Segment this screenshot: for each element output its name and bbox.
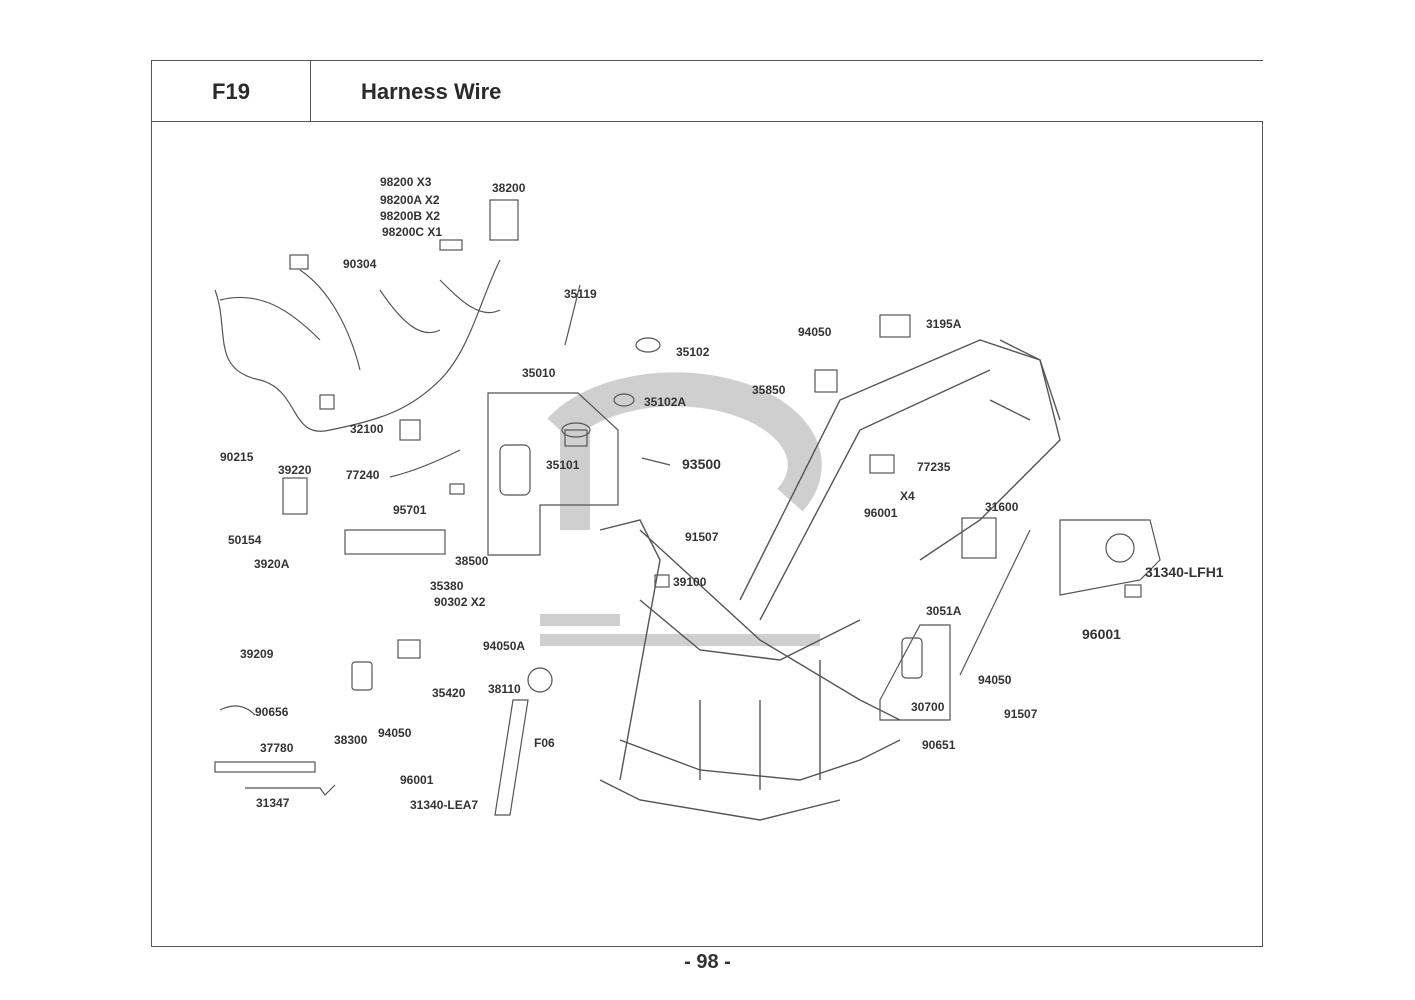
part-label-50154: 50154 [228,533,262,547]
part-label-35850: 35850 [752,383,786,397]
scooter-frame [599,339,1061,821]
part-label-3920a: 3920A [254,557,290,571]
part-label-96001-right: 96001 [1082,626,1121,642]
diagram-frame [151,121,1263,947]
fuse-37780 [214,761,316,773]
relay-35420 [397,639,421,659]
part-label-93500: 93500 [682,456,721,472]
part-label-96001-low: 96001 [400,773,434,787]
part-label-38200: 38200 [492,181,526,195]
part-label-31600: 31600 [985,500,1019,514]
connector-95701 [449,483,465,495]
part-label-37780: 37780 [260,741,294,755]
regulator-31600 [961,517,997,559]
section-code-text: F19 [212,78,250,104]
part-label-90656: 90656 [255,705,289,719]
band-90656 [219,705,256,716]
part-label-35380: 35380 [430,579,464,593]
part-label-90302: 90302 X2 [434,595,486,609]
part-label-94050-b: 94050 [378,726,412,740]
part-label-3195a: 3195A [926,317,962,331]
part-label-94050a: 94050A [483,639,526,653]
page-title-text: Harness Wire [361,78,502,104]
section-code: F19 [151,60,311,122]
part-label-39209: 39209 [240,647,274,661]
front-fork-f06 [494,699,529,816]
gasket-35102A [613,393,635,407]
watermark-logo [540,372,822,646]
part-label-31340-lea7: 31340-LEA7 [410,798,479,812]
part-label-91507-a: 91507 [685,530,719,544]
part-label-90651: 90651 [922,738,956,752]
engine-crankcase [1059,519,1161,596]
part-label-38110: 38110 [488,682,521,696]
part-label-38300: 38300 [334,733,368,747]
part-label-77235: 77235 [917,460,951,474]
fuel-pump-group-box [879,624,951,721]
clip-31347 [245,784,336,796]
relay-39220 [282,477,308,515]
wire-harness-32100 [214,199,519,441]
wire-77240 [389,449,461,478]
starter-relay-35850 [814,369,838,393]
fuel-pump-30700 [901,637,923,679]
part-label-94050-c: 94050 [978,673,1012,687]
pipe-35119 [564,284,581,346]
sensor-39100 [654,574,670,588]
part-label-91507-b: 91507 [1004,707,1038,721]
part-label-98200b: 98200B X2 [380,209,441,223]
relay-38300 [351,661,373,691]
part-label-98200c: 98200C X1 [382,225,443,239]
part-label-94050-top: 94050 [798,325,832,339]
horn-38110 [527,667,553,693]
part-label-3051a: 3051A [926,604,962,618]
part-label-96001-mid: 96001 [864,506,898,520]
part-label-35119: 35119 [564,287,597,301]
ignition-switch-35101 [499,422,591,496]
screw-93500 [641,457,671,466]
part-label-35420: 35420 [432,686,466,700]
part-label-98200: 98200 X3 [380,175,432,189]
part-label-38500: 38500 [455,554,489,568]
ignition-group-box [487,392,619,556]
part-label-f06: F06 [534,736,555,750]
part-label-39220: 39220 [278,463,312,477]
part-label-35102: 35102 [676,345,710,359]
cap-35102 [635,337,661,353]
page-number: - 98 - [684,951,731,973]
part-label-77240: 77240 [346,468,380,482]
sensor-31340-lfh1 [1124,584,1142,598]
relay-3195A [879,314,911,338]
part-label-32100: 32100 [350,422,384,436]
part-label-90215: 90215 [220,450,254,464]
part-label-30700: 30700 [911,700,945,714]
page-title: Harness Wire [311,60,1263,122]
part-label-39100: 39100 [673,575,707,589]
part-label-35101: 35101 [546,458,580,472]
part-label-x4: X4 [900,489,915,503]
part-label-31340-lfh1: 31340-LFH1 [1145,564,1224,580]
part-label-35010: 35010 [522,366,556,380]
part-label-95701: 95701 [393,503,427,517]
part-label-31347: 31347 [256,796,290,810]
part-label-98200a: 98200A X2 [380,193,440,207]
part-label-35102a: 35102A [644,395,687,409]
part-label-90304: 90304 [343,257,377,271]
fuse-box-38500 [344,529,446,555]
bracket-77235 [869,454,895,474]
